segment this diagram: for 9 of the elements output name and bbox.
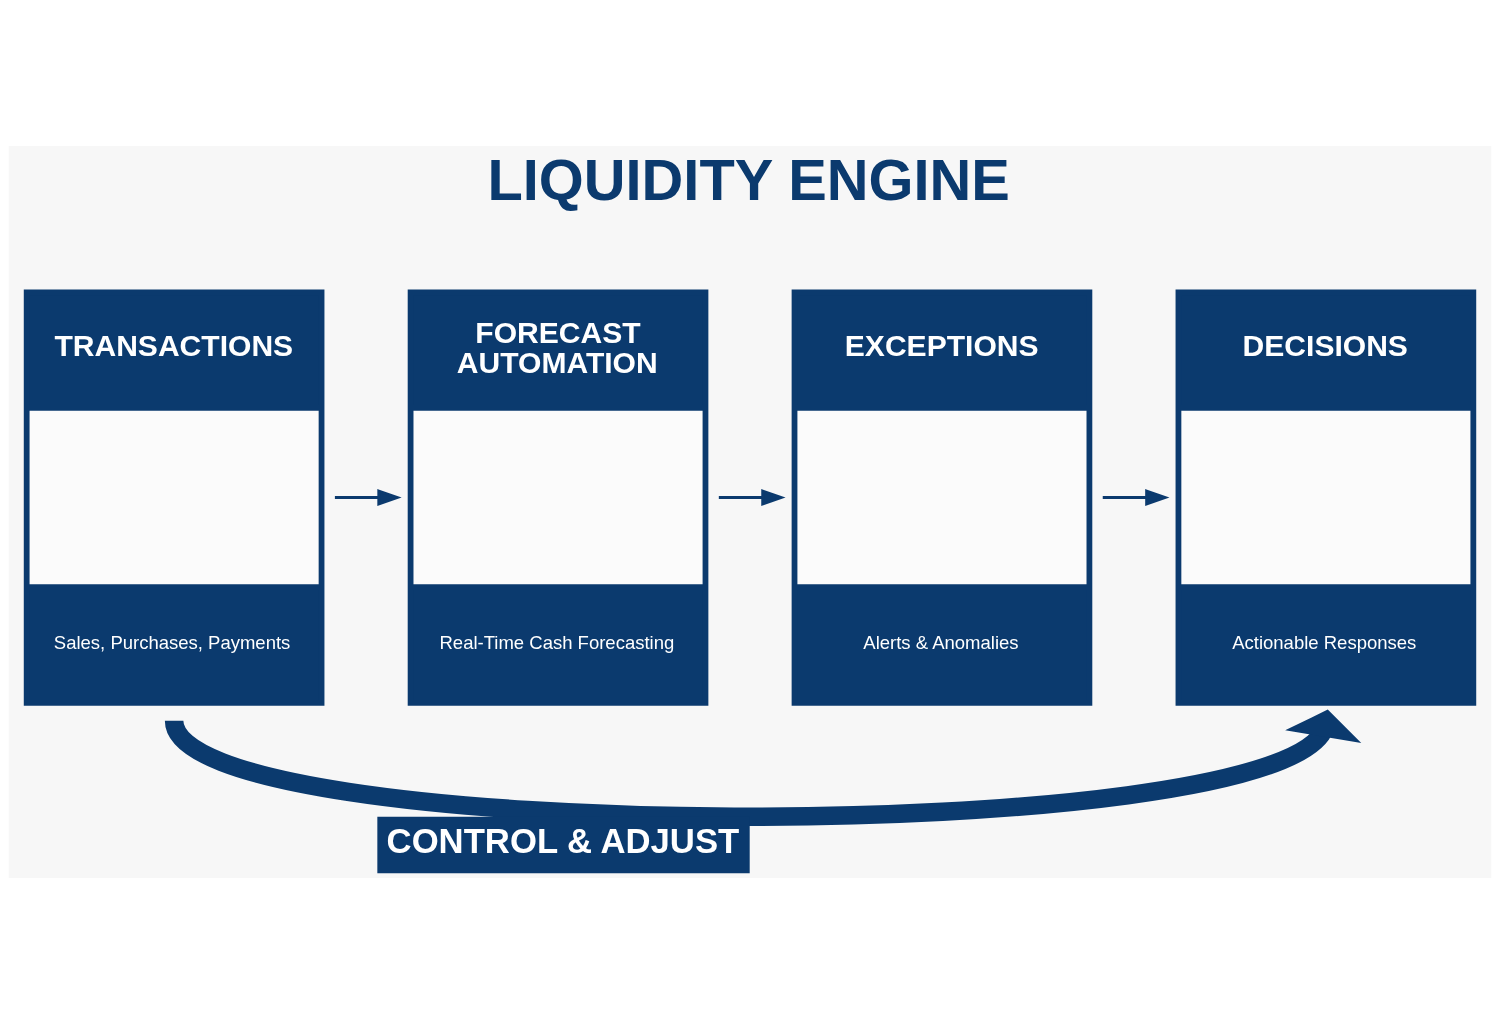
diagram-title: LIQUIDITY ENGINE — [487, 148, 1010, 213]
node-box: TRANSACTIONS Sales, Purchases, Payments — [23, 289, 325, 706]
arrow — [718, 489, 786, 507]
edge-label: CONTROL & ADJUST — [386, 822, 740, 861]
arrow — [1102, 489, 1170, 507]
node-box: EXCEPTIONS Alerts & Anomalies — [791, 289, 1093, 706]
node-box: FORECAST AUTOMATION Real-Time Cash Forecasting — [407, 289, 709, 706]
node-box: DECISIONS Actionable Responses — [1175, 289, 1477, 706]
arrow — [334, 489, 402, 507]
